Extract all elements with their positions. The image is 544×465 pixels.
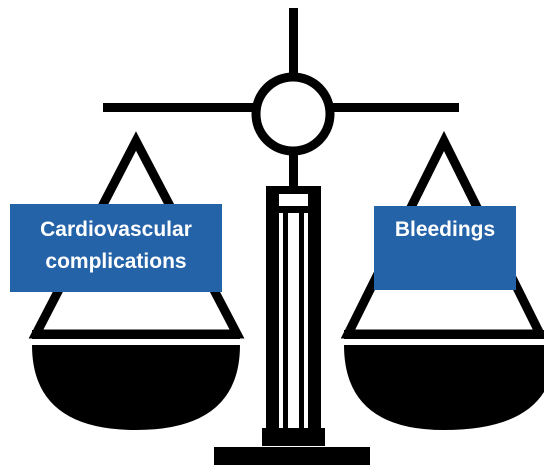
pivot-ring: [256, 77, 330, 151]
base-upper: [262, 428, 325, 446]
pillar-cap: [266, 186, 321, 194]
pillar-left-column: [266, 186, 279, 431]
pillar-right-column: [308, 186, 321, 431]
top-rod: [289, 8, 298, 80]
base-lower: [214, 447, 370, 465]
right-pan-label: Bleedings: [374, 206, 516, 290]
left-pan-rim: [32, 330, 240, 339]
pillar-inner-left: [283, 212, 288, 431]
left-pan-bowl: [32, 345, 240, 430]
pillar-collar: [266, 206, 321, 213]
pillar-inner-right: [299, 212, 304, 431]
left-pan-label: Cardiovascular complications: [10, 204, 222, 292]
right-pan-rim: [344, 330, 544, 339]
left-pan-label-text: Cardiovascular complications: [40, 218, 192, 273]
right-pan-bowl: [344, 345, 544, 430]
pivot-neck: [289, 150, 298, 190]
right-pan-label-text: Bleedings: [395, 218, 495, 241]
